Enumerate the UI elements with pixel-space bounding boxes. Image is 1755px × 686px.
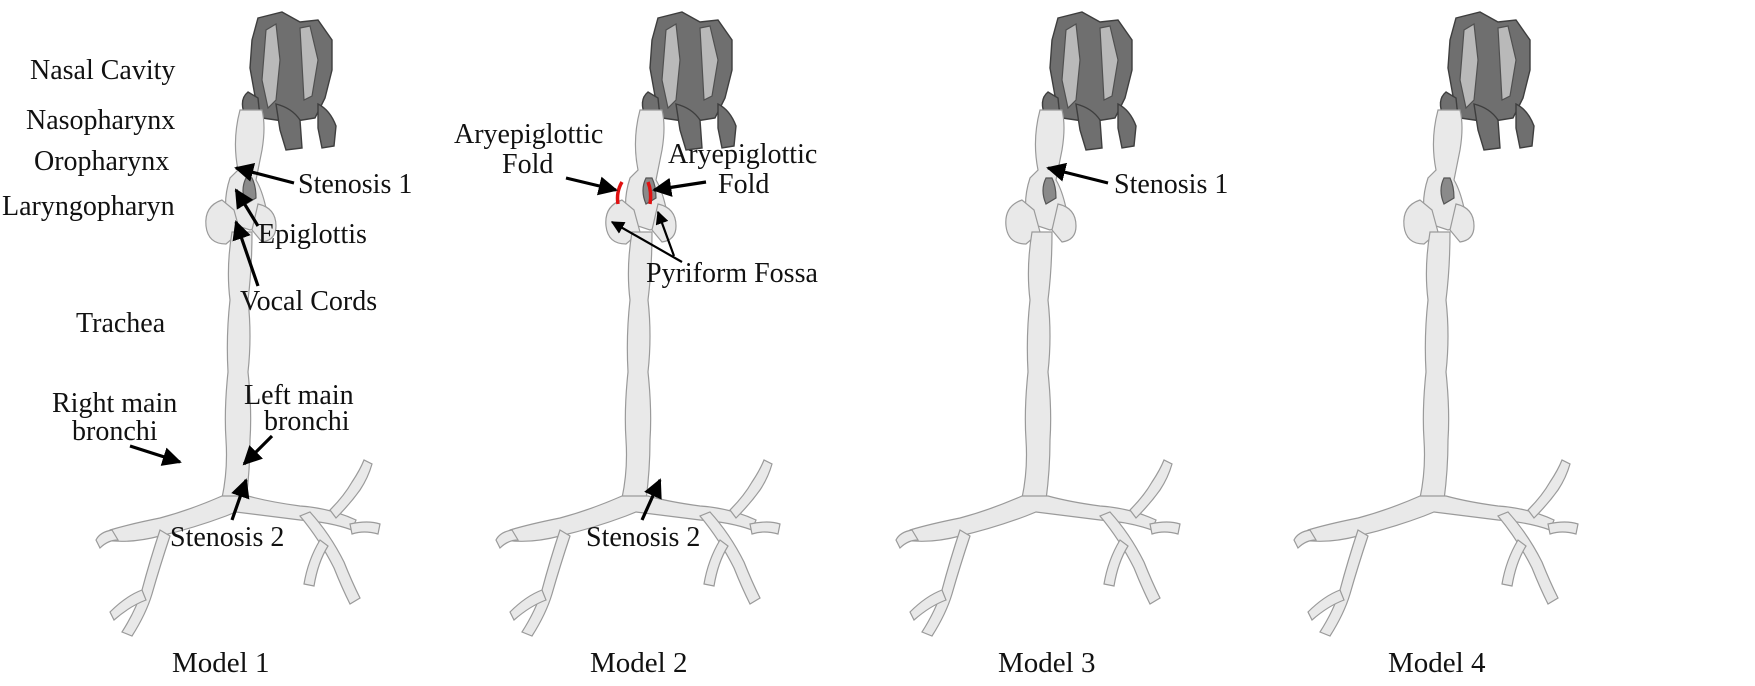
arrow-vocal-cords [232,220,260,287]
arrow-epiglottis [234,188,260,227]
label-aryepiglottic-right-line1: Aryepiglottic [668,139,817,170]
arrow-stenosis-2 [640,478,662,521]
arrow-pyriform-fossa-left [610,221,683,263]
label-stenosis-1: Stenosis 1 [298,169,412,200]
model-4: Model 4 [1293,11,1579,679]
model-3: Stenosis 1 Model 3 [895,11,1228,679]
aryepiglottic-fold-left-highlight [615,181,624,205]
caption-model-1: Model 1 [172,647,269,679]
label-epiglottis: Epiglottis [258,219,367,250]
label-stenosis-1: Stenosis 1 [1114,169,1228,200]
label-aryepiglottic-right-line2: Fold [718,169,769,200]
arrow-stenosis-1 [234,163,295,185]
caption-model-3: Model 3 [998,647,1095,679]
label-right-main-bronchi-line2: bronchi [72,416,158,447]
arrow-left-main-bronchi [242,434,274,466]
label-trachea: Trachea [76,308,166,339]
label-right-main-bronchi-line1: Right main [52,388,177,419]
arrow-pyriform-fossa-right [655,210,676,257]
caption-model-4: Model 4 [1388,647,1486,679]
arrow-stenosis-2 [230,478,250,521]
label-stenosis-2: Stenosis 2 [170,522,284,553]
label-nasal-cavity: Nasal Cavity [30,55,175,86]
label-aryepiglottic-left-line2: Fold [502,149,553,180]
arrow-aryepiglottic-right [652,177,707,197]
label-left-main-bronchi-line2: bronchi [264,406,350,437]
arrow-right-main-bronchi [129,444,182,466]
arrow-stenosis-1 [1046,162,1109,185]
label-stenosis-2: Stenosis 2 [586,522,700,553]
aryepiglottic-fold-right-highlight [646,181,653,205]
label-laryngopharynx: Laryngopharyn [2,191,175,222]
model-1: Nasal Cavity Nasopharynx Oropharynx Lary… [2,11,412,679]
arrow-aryepiglottic-left [565,176,618,196]
label-oropharynx: Oropharynx [34,146,169,177]
label-pyriform-fossa: Pyriform Fossa [646,258,818,289]
label-nasopharynx: Nasopharynx [26,105,175,136]
caption-model-2: Model 2 [590,647,687,679]
label-left-main-bronchi-line1: Left main [244,380,354,411]
label-aryepiglottic-left-line1: Aryepiglottic [454,119,603,150]
model-3-airway [895,11,1181,637]
model-2: Aryepiglottic Fold Aryepiglottic Fold Py… [454,11,818,679]
model-4-airway [1293,11,1579,637]
label-vocal-cords: Vocal Cords [240,286,377,317]
